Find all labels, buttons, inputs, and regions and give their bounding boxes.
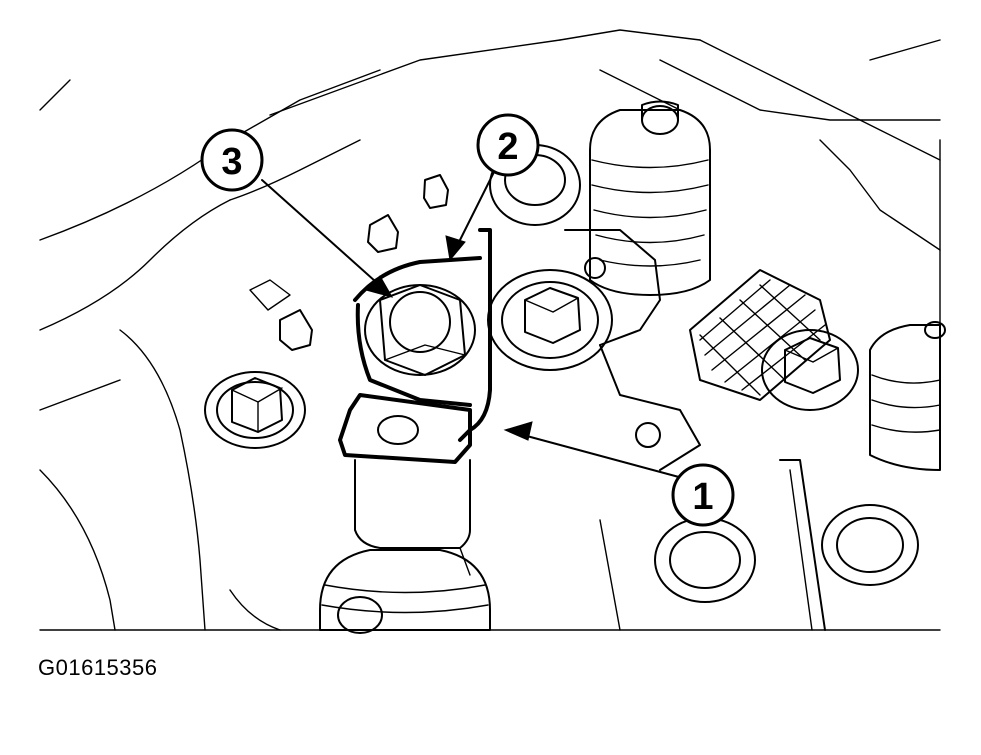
arrowhead-1 xyxy=(503,421,533,441)
arrowhead-3 xyxy=(365,275,394,298)
engine-cylinder-head-illustration: 3 2 1 xyxy=(39,29,946,634)
figure-code: G01615356 xyxy=(38,655,158,680)
bracket-base xyxy=(354,459,471,576)
arrowheads xyxy=(365,235,533,441)
callout-1-label: 1 xyxy=(692,476,713,518)
valve-spring-bottom xyxy=(319,549,491,634)
valve-spring-right xyxy=(869,321,946,471)
retaining-clip-bracket xyxy=(338,228,492,464)
callout-2: 2 xyxy=(476,113,540,177)
arrowhead-2 xyxy=(445,235,466,262)
gasket-crosshatch xyxy=(689,269,831,401)
callout-3-label: 3 xyxy=(221,141,242,183)
leader-lines xyxy=(261,159,691,481)
rocker-arm xyxy=(564,229,701,471)
callout-1: 1 xyxy=(671,463,735,527)
callout-2-label: 2 xyxy=(497,126,518,168)
valve-spring-top xyxy=(589,100,711,296)
retaining-nut xyxy=(364,284,476,376)
callout-3: 3 xyxy=(200,128,264,192)
cylinder-head-bolt-left xyxy=(204,371,306,449)
cylinder-head-bolt-center xyxy=(487,269,613,371)
locating-pins xyxy=(249,174,449,351)
cylinder-head-bolts-bottom xyxy=(654,459,919,631)
cylinder-head-bolt-right xyxy=(761,329,859,411)
